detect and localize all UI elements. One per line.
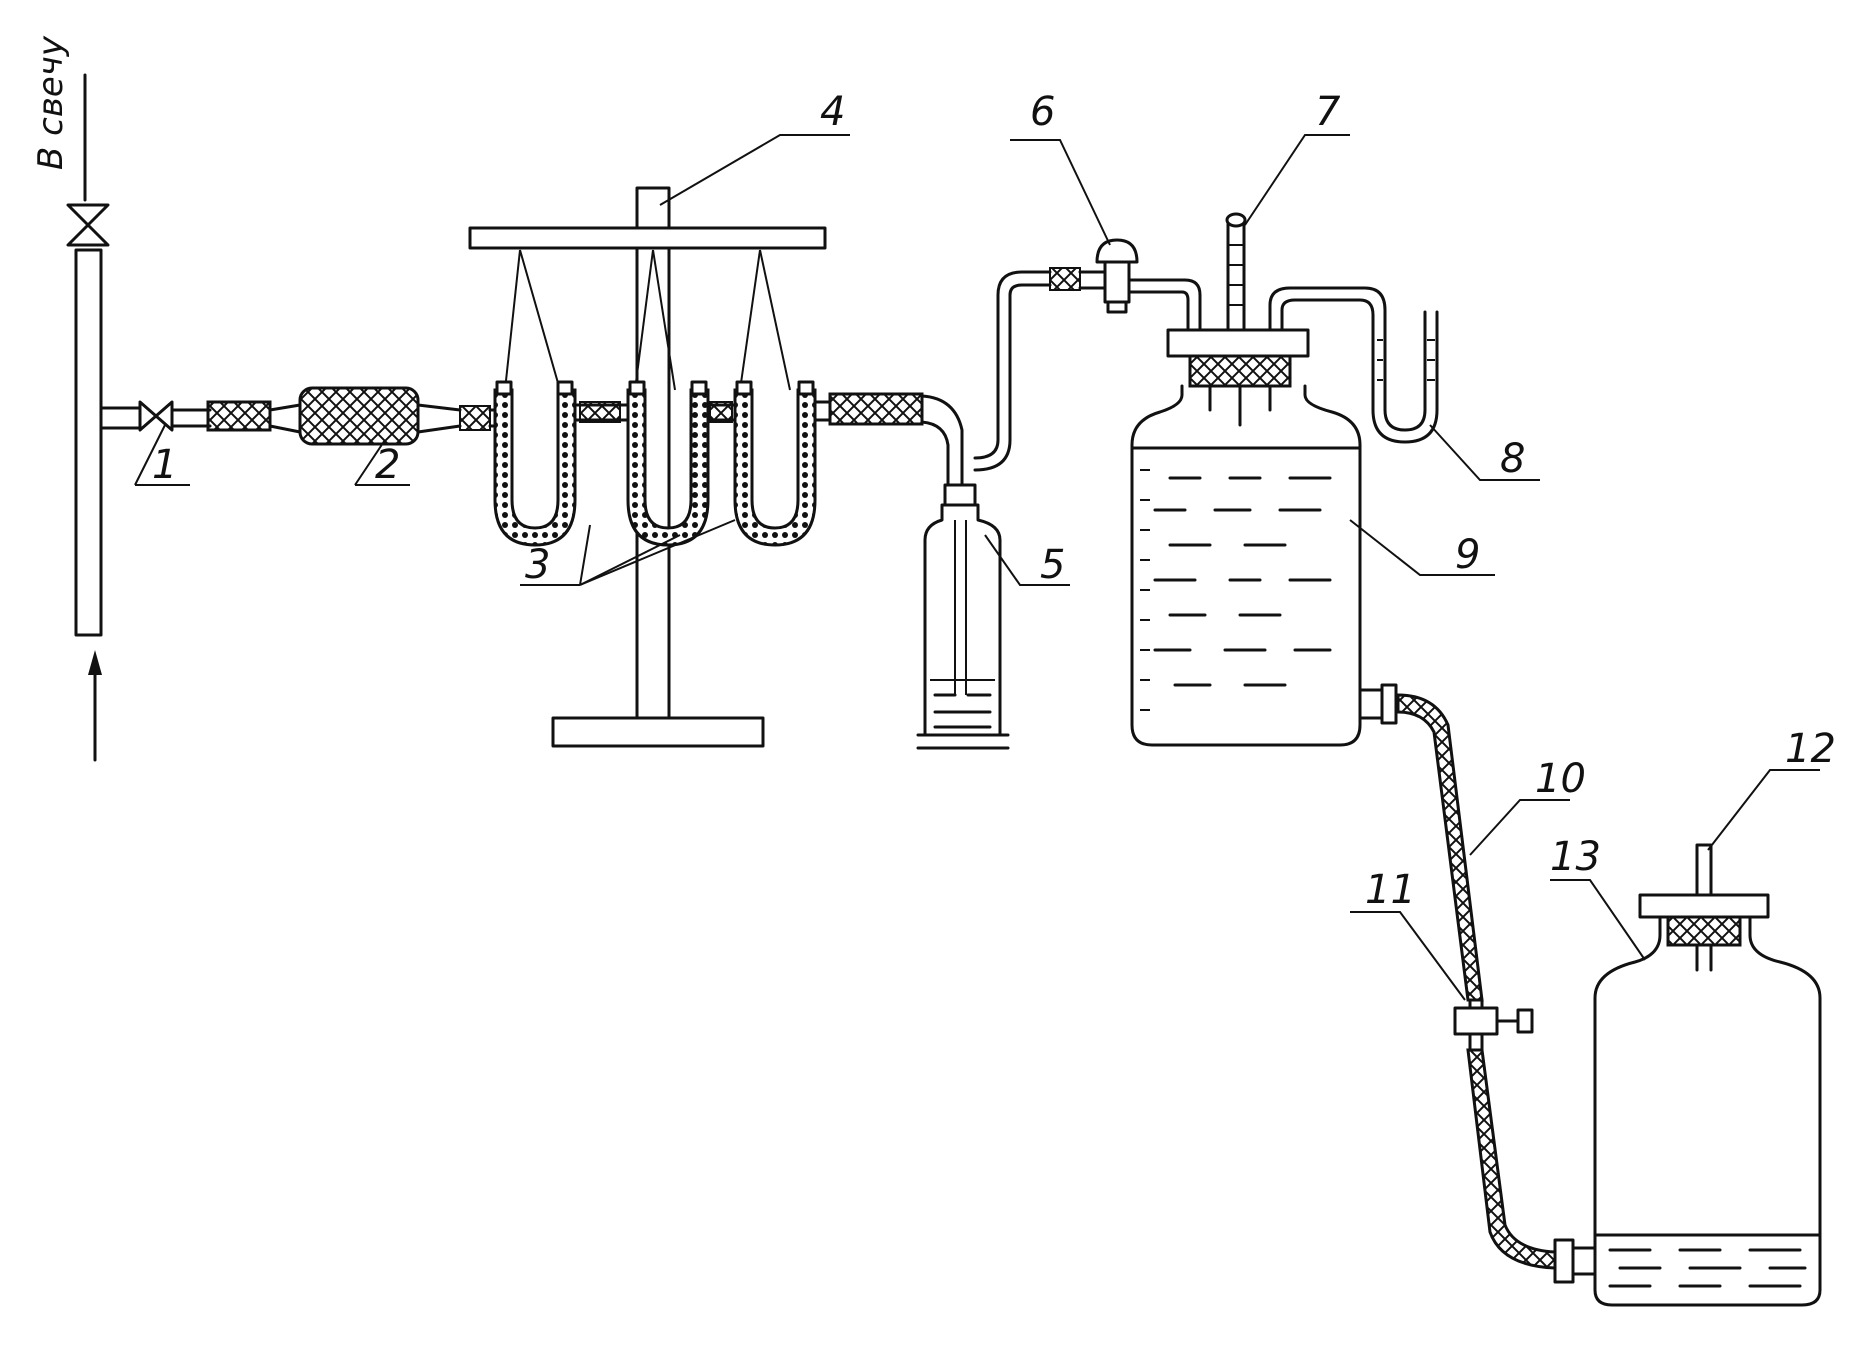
- hose-to-bubbler: [813, 392, 964, 492]
- label-10: 10: [1535, 756, 1586, 802]
- stopcock-icon: [1453, 998, 1534, 1052]
- u-tube-connectors: [573, 401, 737, 423]
- stand-4: [468, 186, 827, 748]
- leader-lines: [134, 134, 1820, 1001]
- label-8: 8: [1500, 436, 1525, 482]
- arrow-up-icon: [88, 650, 102, 762]
- vent-label: В свечу: [31, 35, 71, 170]
- label-6: 6: [1030, 89, 1055, 135]
- thermometer-7: [1225, 212, 1247, 334]
- u-tube-middle: [626, 380, 710, 547]
- label-11: 11: [1365, 867, 1416, 913]
- bottle-9: [1130, 328, 1398, 747]
- label-9: 9: [1455, 532, 1480, 578]
- label-1: 1: [152, 442, 177, 488]
- label-7: 7: [1315, 89, 1341, 135]
- u-tube-right: [733, 380, 817, 547]
- valve-icon: [66, 203, 110, 247]
- bottle-13: [1553, 843, 1822, 1307]
- valve-1: [138, 400, 212, 432]
- label-3: 3: [525, 542, 550, 588]
- tube-to-needle-valve: [973, 267, 1107, 472]
- filter-tube-2: [206, 386, 512, 446]
- hose-10: [1396, 693, 1557, 1270]
- label-5: 5: [1040, 542, 1065, 588]
- vent-pipe: [74, 73, 142, 637]
- label-12: 12: [1785, 726, 1836, 772]
- bubbler-bottle-5: [916, 483, 1010, 750]
- label-2: 2: [375, 442, 400, 488]
- label-4: 4: [820, 89, 845, 135]
- needle-valve-6: [1095, 238, 1202, 332]
- u-tube-left: [493, 380, 577, 547]
- manometer-8: [1268, 286, 1439, 444]
- label-13: 13: [1550, 834, 1601, 880]
